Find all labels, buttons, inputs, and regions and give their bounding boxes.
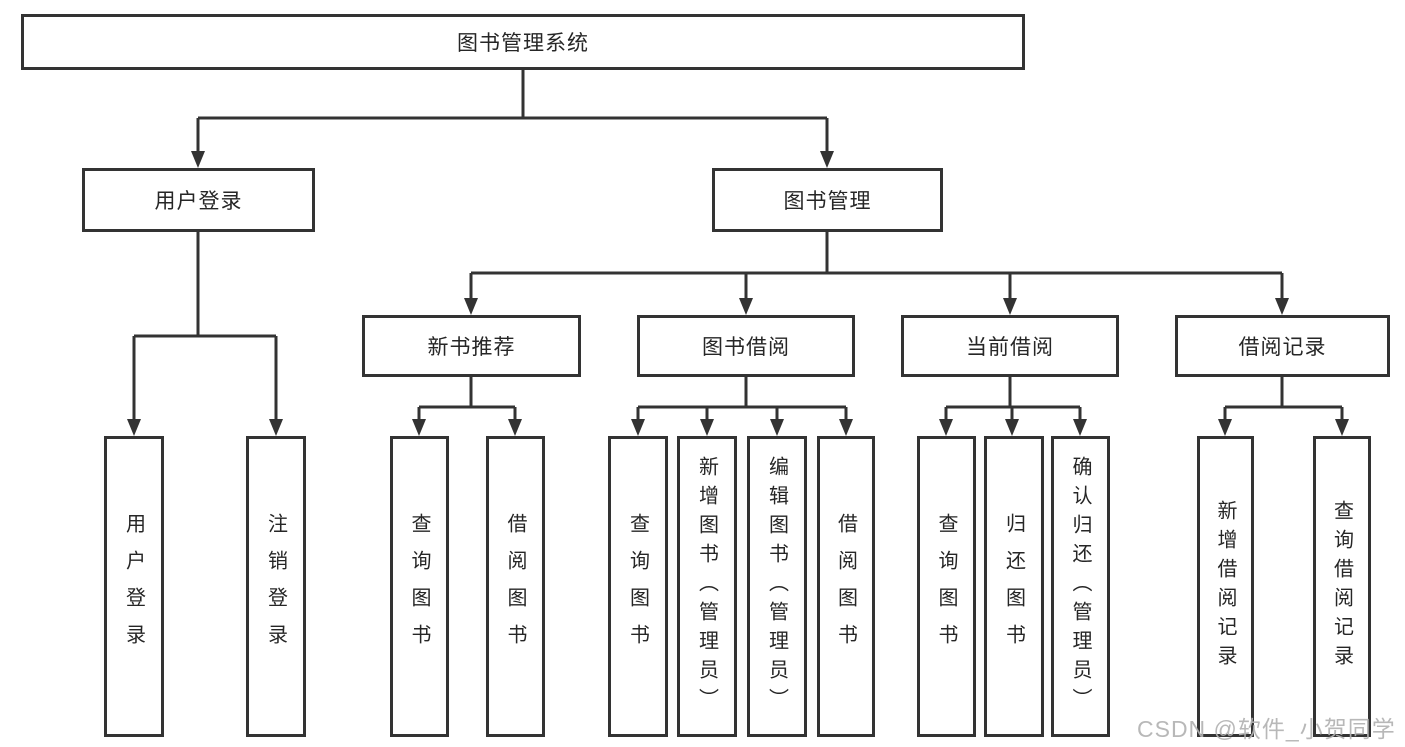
leaf-borrow-books-borrowing: 借阅图书: [817, 436, 875, 737]
leaf-query-books-borrowing: 查询图书: [608, 436, 668, 737]
leaf-query-borrow-record-label: 查询借阅记录: [1330, 499, 1353, 674]
csdn-watermark: CSDN @软件_小贺同学: [1137, 716, 1396, 742]
leaf-add-book-admin-label: 新增图书（管理员）: [695, 456, 718, 717]
leaf-query-books-recommendation: 查询图书: [390, 436, 449, 737]
node-book-management: 图书管理: [712, 168, 943, 232]
leaf-add-borrow-record-label: 新增借阅记录: [1214, 499, 1236, 674]
leaf-add-book-admin: 新增图书（管理员）: [677, 436, 737, 737]
leaf-confirm-return-admin: 确认归还（管理员）: [1051, 436, 1110, 737]
leaf-borrow-books-recommendation: 借阅图书: [486, 436, 545, 737]
leaf-edit-book-admin: 编辑图书（管理员）: [747, 436, 807, 737]
leaf-user-login-label: 用户登录: [122, 512, 145, 661]
leaf-query-borrow-record: 查询借阅记录: [1313, 436, 1371, 737]
node-new-book-recommendation: 新书推荐: [362, 315, 581, 377]
leaf-return-books: 归还图书: [984, 436, 1044, 737]
node-user-login: 用户登录: [82, 168, 315, 232]
leaf-borrow-books-borrowing-label: 借阅图书: [834, 512, 857, 661]
node-current-borrowing: 当前借阅: [901, 315, 1119, 377]
leaf-user-login: 用户登录: [104, 436, 164, 737]
leaf-return-books-label: 归还图书: [1002, 512, 1025, 661]
leaf-logout-label: 注销登录: [264, 512, 287, 661]
leaf-edit-book-admin-label: 编辑图书（管理员）: [765, 456, 788, 717]
leaf-query-books-recommendation-label: 查询图书: [408, 512, 430, 661]
connector-lines: [132, 70, 1344, 421]
leaf-query-books-current: 查询图书: [917, 436, 976, 737]
leaf-confirm-return-admin-label: 确认归还（管理员）: [1069, 456, 1091, 717]
node-borrowing-records: 借阅记录: [1175, 315, 1390, 377]
node-book-borrowing: 图书借阅: [637, 315, 855, 377]
arrowheads: [127, 151, 1349, 436]
node-library-management-system: 图书管理系统: [21, 14, 1025, 70]
leaf-add-borrow-record: 新增借阅记录: [1197, 436, 1254, 737]
leaf-query-books-borrowing-label: 查询图书: [626, 512, 649, 661]
leaf-query-books-current-label: 查询图书: [935, 512, 957, 661]
leaf-logout: 注销登录: [246, 436, 306, 737]
leaf-borrow-books-recommendation-label: 借阅图书: [504, 512, 526, 661]
